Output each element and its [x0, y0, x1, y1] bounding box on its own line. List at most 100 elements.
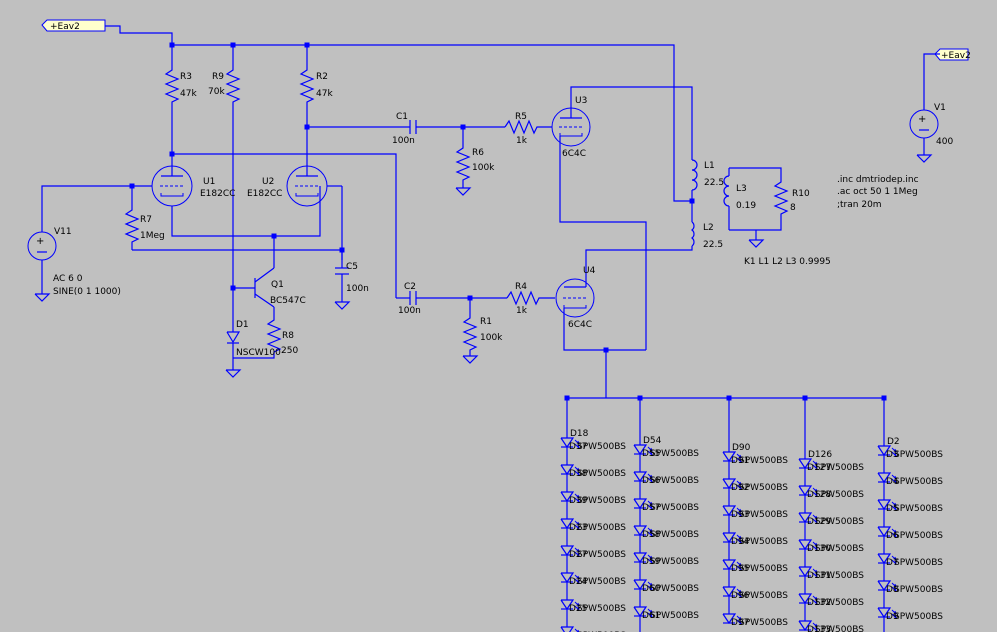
tube-u2[interactable]: U2 E182CC	[247, 165, 342, 207]
wire-center-tap	[673, 175, 692, 202]
net-label-eav2-right[interactable]: +Eav2	[923, 48, 971, 110]
resistor-r4[interactable]: R4 1k	[506, 282, 555, 316]
voltage-source-v1[interactable]: + V1 400	[909, 103, 953, 163]
led-part-label: SPW500BS	[577, 442, 626, 452]
inductor-l1[interactable]: L1 22.5	[691, 159, 724, 191]
tube-u3[interactable]: U3 6C4C	[551, 96, 591, 159]
led-ref-label: D27	[569, 550, 587, 560]
led-diode[interactable]: SPW500BS	[560, 626, 626, 632]
resistor-r6[interactable]: R6 100k	[455, 127, 495, 196]
resistor-r1[interactable]: R1 100k	[462, 298, 503, 364]
led-part-label: SPW500BS	[577, 469, 626, 479]
wire-u1-cathode	[171, 186, 321, 237]
svg-text:U4: U4	[583, 266, 596, 276]
resistor-r3[interactable]: R3 47k	[164, 45, 197, 150]
led-ref-label: D9	[886, 612, 899, 622]
svg-text:D1: D1	[236, 320, 249, 330]
svg-text:R6: R6	[472, 148, 484, 158]
resistor-r7[interactable]: R7 1Meg	[124, 186, 165, 250]
capacitor-c2[interactable]: C2 100n	[396, 282, 421, 316]
led-part-label: SPW500BS	[815, 517, 864, 527]
svg-text:R5: R5	[515, 112, 527, 122]
led-ref-label: D132	[807, 598, 831, 608]
led-part-label: SPW500BS	[739, 483, 788, 493]
svg-text:R10: R10	[792, 189, 810, 199]
diode-d1[interactable]: D1 NSCW100	[225, 288, 281, 378]
tube-u4[interactable]: U4 6C4C	[555, 266, 596, 330]
resistor-r2[interactable]: R2 47k	[299, 45, 333, 165]
resistor-r9[interactable]: R9 70k	[208, 45, 241, 288]
voltage-source-v11[interactable]: + V11 AC 6 0 SINE(0 1 1000)	[27, 185, 132, 302]
junction	[271, 233, 277, 239]
svg-text:R4: R4	[515, 282, 527, 292]
led-part-label: SPW500BS	[577, 523, 626, 533]
led-label-d90: D90	[732, 443, 751, 453]
led-ref-label: D37	[569, 442, 587, 452]
inductor-l2[interactable]: L2 22.5	[691, 221, 723, 250]
transistor-q1[interactable]: Q1 BC547C	[233, 236, 306, 308]
spice-directives[interactable]: .inc dmtriodep.inc .ac oct 50 1 1Meg ;tr…	[837, 175, 919, 210]
svg-text:E182CC: E182CC	[247, 189, 282, 199]
resistor-r10[interactable]: R10 8	[729, 167, 810, 231]
svg-text:22.5: 22.5	[703, 240, 723, 250]
capacitor-c1[interactable]: C1 100n	[392, 112, 417, 146]
net-label-eav2-left[interactable]: +Eav2	[41, 19, 173, 45]
svg-text:R2: R2	[316, 72, 328, 82]
resistor-r5[interactable]: R5 1k	[504, 112, 552, 146]
svg-text:;tran 20m: ;tran 20m	[837, 200, 882, 210]
led-ref-label: D5	[886, 504, 899, 514]
coupling-directive[interactable]: K1 L1 L2 L3 0.9995	[744, 257, 831, 267]
led-ref-label: D131	[807, 571, 831, 581]
svg-text:BC547C: BC547C	[270, 296, 306, 306]
led-part-label: SPW500BS	[894, 477, 943, 487]
resistor-r8[interactable]: R8 250	[233, 307, 298, 359]
led-part-label: SPW500BS	[650, 557, 699, 567]
led-part-label: SPW500BS	[739, 564, 788, 574]
led-ref-label: D23	[569, 523, 587, 533]
tube-u1[interactable]: U1 E182CC	[132, 150, 235, 207]
inductor-l3[interactable]: L3 0.19	[723, 168, 756, 230]
led-part-label: SPW500BS	[650, 449, 699, 459]
capacitor-c5[interactable]: C5 100n	[334, 250, 369, 310]
svg-text:70k: 70k	[208, 87, 225, 97]
junction	[881, 395, 887, 401]
led-label-d18: D18	[570, 429, 589, 439]
